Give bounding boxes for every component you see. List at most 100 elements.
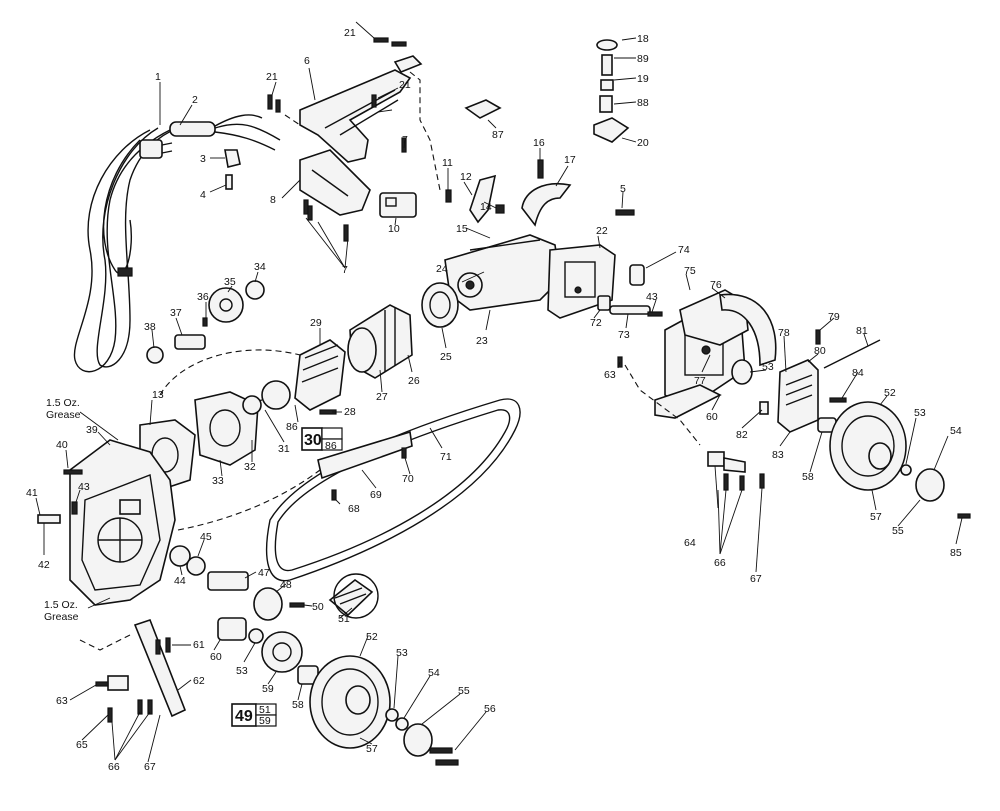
label-10: 10 [388,223,400,235]
kit-box-49: 49 51 59 [231,703,277,727]
grease-bottom-amount: 1.5 Oz. [44,599,78,611]
label-38: 38 [144,321,156,333]
screw-11 [445,189,452,203]
label-53-right-b: 53 [914,407,926,419]
kit-30-number: 30 [304,432,322,449]
label-7-top: 7 [402,134,408,146]
label-80: 80 [814,345,826,357]
label-70: 70 [402,473,414,485]
label-12: 12 [460,171,472,183]
label-78: 78 [778,327,790,339]
screw-68 [331,489,337,501]
label-41: 41 [26,487,38,499]
small-screws [267,37,407,242]
label-69: 69 [370,489,382,501]
armature [239,339,346,411]
screw-5 [615,209,635,216]
label-25: 25 [440,351,452,363]
kit-49-part-a: 51 [259,704,271,716]
axle-bearing [731,359,753,385]
label-28: 28 [344,406,356,418]
label-54-bottom: 54 [428,667,440,679]
switch-module [379,192,417,218]
label-50: 50 [312,601,324,613]
label-37: 37 [170,307,182,319]
label-55-right: 55 [892,525,904,537]
label-24: 24 [436,263,448,275]
label-89: 89 [637,53,649,65]
label-39: 39 [86,424,98,436]
label-85: 85 [950,547,962,559]
label-44: 44 [174,575,186,587]
gear-housing [444,234,561,311]
label-77: 77 [694,375,706,387]
label-63-bottom: 63 [56,695,68,707]
grease-top-amount: 1.5 Oz. [46,397,80,409]
label-21-c: 21 [399,79,411,91]
cord-strain-relief [169,121,216,137]
part-74 [629,264,645,286]
label-59: 59 [262,683,274,695]
label-53-right-a: 53 [762,361,774,373]
label-2: 2 [192,94,198,106]
end-plate [194,391,262,466]
label-84: 84 [852,367,864,379]
label-75: 75 [684,265,696,277]
label-76: 76 [710,279,722,291]
label-66-bottom: 66 [108,761,120,773]
lever [469,174,497,224]
label-60-right: 60 [706,411,718,423]
top-guard [679,289,777,367]
label-79: 79 [828,311,840,323]
label-58-right: 58 [802,471,814,483]
label-82: 82 [736,429,748,441]
label-53-bottom-a: 53 [236,665,248,677]
label-26: 26 [408,375,420,387]
field-assembly [347,304,413,379]
hub-55-right [915,468,945,502]
label-43-left: 43 [78,481,90,493]
saw-blade-band [265,398,521,582]
chain [328,578,374,617]
screw-43-right [647,311,663,317]
washer-53-right [900,464,912,476]
gear-train [146,280,265,364]
label-11: 11 [442,157,453,169]
power-cord [73,114,281,373]
part-14 [495,204,505,214]
cord-tie [117,267,133,277]
grease-top-label: Grease [46,409,81,421]
kit-49-part-b: 59 [259,715,271,727]
label-27: 27 [376,391,388,403]
lower-pulley-assembly [297,655,459,766]
drive-shaft-assembly [169,545,305,673]
part-73 [609,305,651,315]
label-73: 73 [618,329,630,341]
label-16: 16 [533,137,545,149]
label-3: 3 [200,153,206,165]
label-45: 45 [200,531,212,543]
screw-16 [537,159,544,179]
label-6: 6 [304,55,310,67]
label-7-bottom: 7 [342,264,348,276]
label-67-right: 67 [750,573,762,585]
adjuster-stack [593,39,630,143]
label-22: 22 [596,225,608,237]
label-74: 74 [678,244,690,256]
screw-85 [957,513,971,519]
kit-49-number: 49 [235,708,253,725]
label-62: 62 [193,675,205,687]
label-60-bottom: 60 [210,651,222,663]
chain-callout-circle [333,573,379,619]
cord-clamp [224,149,241,190]
grease-note-top: 1.5 Oz. Grease [46,397,119,441]
label-68: 68 [348,503,360,515]
label-83: 83 [772,449,784,461]
trigger-switch-housing [299,149,371,216]
screw-40 [63,469,83,475]
lower-right-bracket [707,451,765,491]
screw-43 [71,501,78,515]
label-35: 35 [224,276,236,288]
label-14: 14 [480,201,492,213]
fan-baffle [421,282,459,328]
